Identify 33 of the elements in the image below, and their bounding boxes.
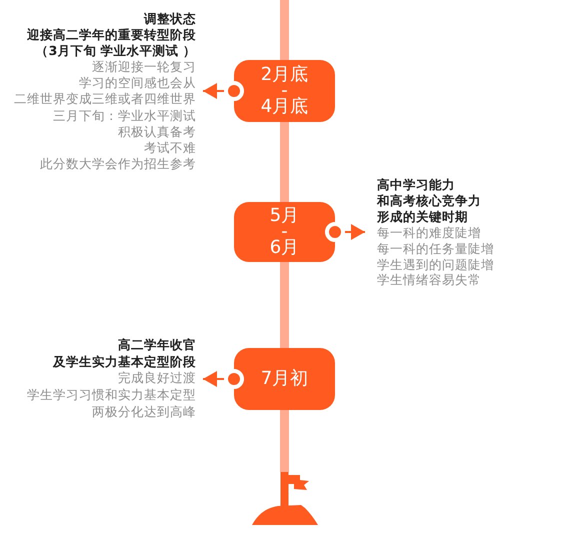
timeline-line xyxy=(280,410,289,472)
timeline-line xyxy=(280,122,289,202)
note-text: 学生学习习惯和实力基本定型 xyxy=(27,387,196,404)
note-text: 考试不难 xyxy=(143,140,196,156)
note-text: 两极分化达到高峰 xyxy=(91,404,196,421)
note-text: 学习的空间感也会从 xyxy=(78,75,196,92)
note-text: 积极认真备考 xyxy=(117,124,196,140)
arrow xyxy=(325,222,365,242)
note-text: 每一科的任务量陡增 xyxy=(377,240,494,257)
note-text: 完成良好过渡 xyxy=(117,370,196,388)
date-box: 2月底 - 4月底 xyxy=(234,60,335,122)
arrow xyxy=(203,81,244,101)
note-text: 此分数大学会作为招生参考 xyxy=(39,156,196,172)
heading-text: 迎接高二学年的重要转型阶段 xyxy=(26,27,196,44)
note-text: 三月下旬：学业水平测试 xyxy=(52,108,196,124)
heading-text: 和高考核心竞争力 xyxy=(377,192,482,209)
note-text: 二维世界变成三维或者四维世界 xyxy=(14,91,196,108)
heading-text: （3月下旬 学业水平测试 ） xyxy=(34,43,196,60)
heading-text: 及学生实力基本定型阶段 xyxy=(52,354,196,370)
flag-icon xyxy=(252,472,318,525)
note-text: 每一科的难度陡增 xyxy=(377,224,482,241)
date-box: 5月 - 6月 xyxy=(234,202,335,262)
arrow xyxy=(203,369,244,389)
note-text: 学生遇到的问题陡增 xyxy=(377,256,494,272)
date-box: 7月初 xyxy=(234,348,335,410)
timeline-line xyxy=(280,0,289,60)
heading-text: 高二学年收官 xyxy=(117,337,196,354)
timeline-line xyxy=(280,262,289,348)
note-text: 学生情绪容易失常 xyxy=(377,272,482,288)
heading-text: 调整状态 xyxy=(142,11,196,28)
heading-text: 高中学习能力 xyxy=(377,177,456,193)
note-text: 逐渐迎接一轮复习 xyxy=(91,59,196,76)
heading-text: 形成的关键时期 xyxy=(377,208,469,225)
